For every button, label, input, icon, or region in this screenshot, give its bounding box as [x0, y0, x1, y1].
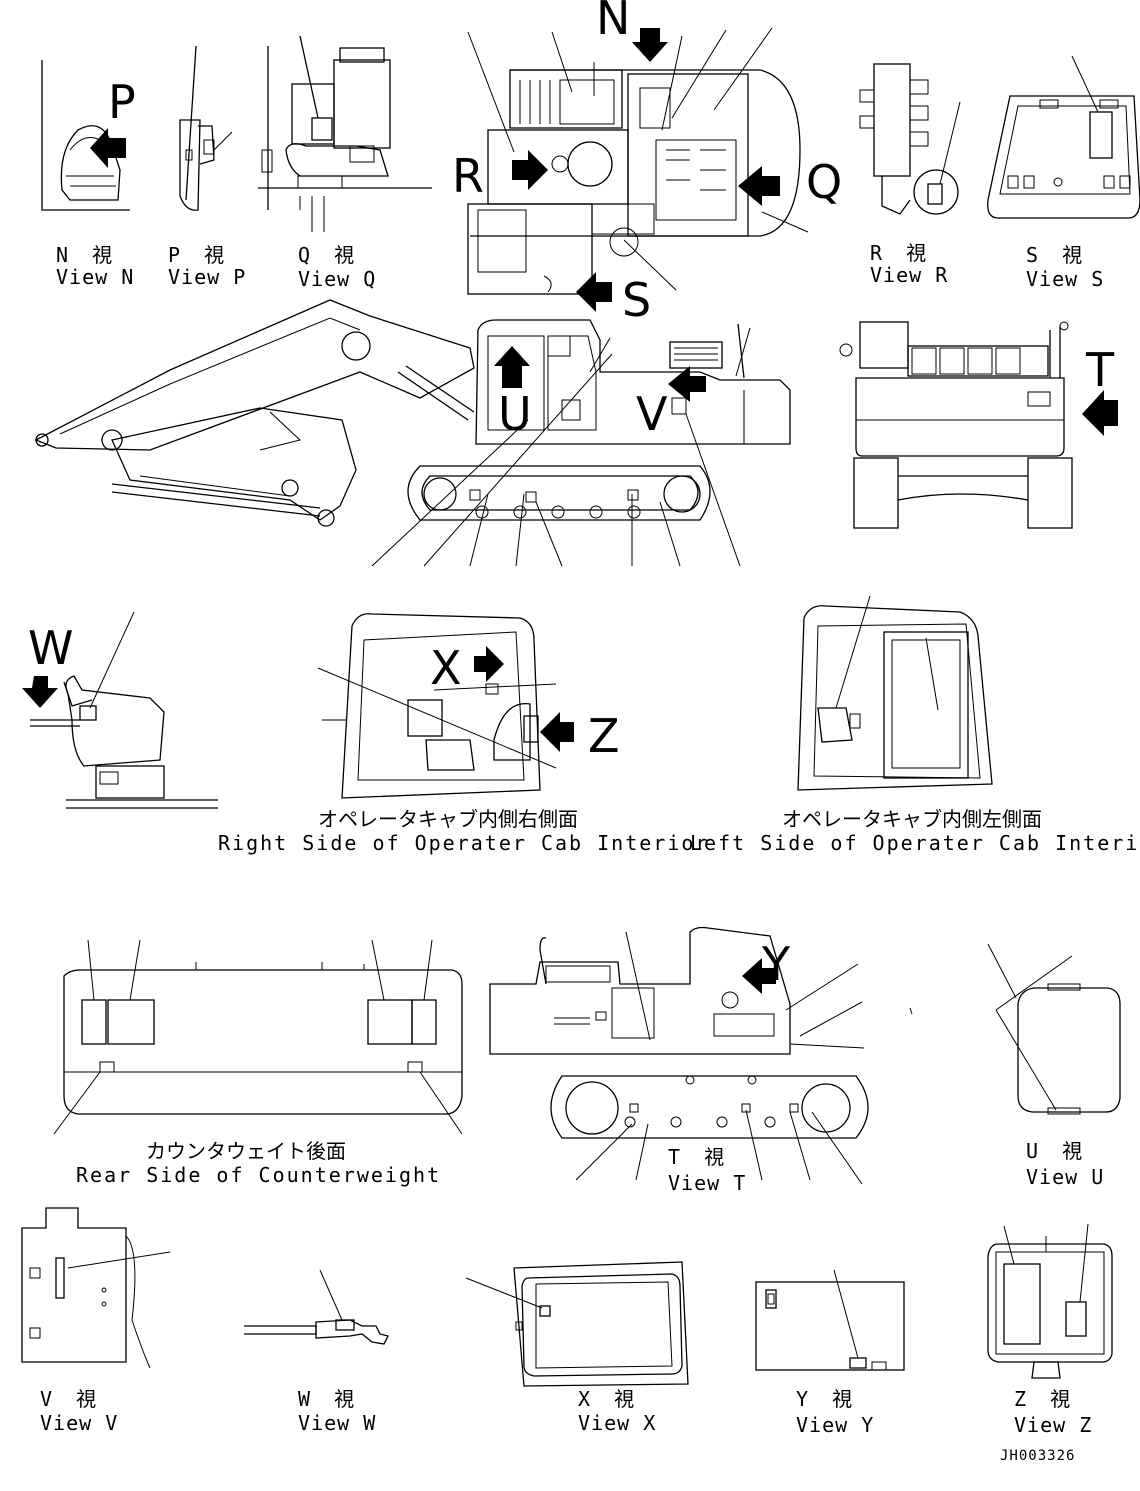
caption-view-q-en: View Q: [298, 267, 376, 291]
caption-view-v-jp: V 視: [40, 1387, 102, 1411]
cab-interior-left: [797, 595, 993, 791]
view-letter-x: X: [430, 641, 462, 695]
view-y-illustration: [755, 1269, 905, 1371]
view-letter-s: S: [622, 273, 651, 327]
view-z-illustration: [987, 1223, 1113, 1379]
caption-counterweight-en: Rear Side of Counterweight: [76, 1163, 441, 1187]
cab-interior-right: [317, 613, 574, 799]
view-n-illustration: [41, 60, 130, 211]
arrow-p-icon: [90, 128, 126, 168]
view-letter-u: U: [498, 387, 532, 441]
caption-view-p-jp: P 視: [168, 243, 230, 267]
view-v-illustration: [21, 1207, 171, 1369]
view-p-illustration: [179, 45, 233, 211]
caption-view-t-jp: T 視: [668, 1145, 730, 1169]
caption-view-y-jp: Y 視: [796, 1387, 858, 1411]
caption-view-x-en: View X: [578, 1411, 656, 1435]
view-letter-r: R: [452, 149, 484, 203]
view-letter-t: T: [1085, 343, 1115, 397]
view-letter-p: P: [108, 75, 136, 129]
view-u-illustration: [909, 943, 1121, 1115]
arrow-z-icon: [540, 712, 574, 752]
caption-counterweight-jp: カウンタウェイト後面: [146, 1139, 346, 1163]
arrow-q-icon: [738, 166, 780, 206]
document-number: JH003326: [1000, 1448, 1075, 1464]
top-plan-view: [467, 27, 809, 312]
caption-view-q-jp: Q 視: [298, 243, 360, 267]
caption-view-v-en: View V: [40, 1411, 118, 1435]
view-letter-q: Q: [806, 155, 842, 209]
caption-view-u-en: View U: [1026, 1165, 1104, 1189]
view-t-illustration: [489, 926, 869, 1185]
caption-view-s-jp: S 視: [1026, 243, 1088, 267]
arrow-n-icon: [632, 28, 668, 62]
caption-view-r-jp: R 視: [870, 241, 932, 265]
caption-view-w-jp: W 視: [298, 1387, 360, 1411]
arrow-y-icon: [742, 958, 776, 994]
arrow-w-icon: [22, 676, 58, 708]
view-w-lever-illustration: [244, 1269, 389, 1345]
view-q-illustration: [258, 35, 432, 232]
caption-view-n-en: View N: [56, 265, 134, 289]
rear-view-excavator: [839, 321, 1118, 529]
arrow-r-icon: [512, 150, 548, 190]
view-letter-w: W: [28, 621, 73, 675]
caption-view-s-en: View S: [1026, 267, 1104, 291]
view-letter-z: Z: [588, 709, 620, 763]
arrow-v-icon: [668, 366, 706, 402]
caption-view-w-en: View W: [298, 1411, 376, 1435]
caption-cab-left-en: Left Side of Operater Cab Interior: [690, 831, 1140, 855]
arrow-x-icon: [474, 646, 504, 682]
excavator-side-view: [34, 299, 791, 567]
caption-view-t-en: View T: [668, 1171, 746, 1195]
caption-cab-right-jp: オペレータキャブ内側右側面: [318, 807, 578, 831]
caption-view-n-jp: N 視: [56, 243, 118, 267]
view-letter-y: Y: [761, 937, 791, 991]
caption-view-p-en: View P: [168, 265, 246, 289]
caption-view-z-jp: Z 視: [1014, 1387, 1076, 1411]
counterweight-rear: [53, 939, 463, 1135]
caption-view-y-en: View Y: [796, 1413, 874, 1437]
view-x-illustration: [465, 1261, 689, 1387]
arrow-s-icon: [576, 272, 612, 312]
arrow-u-icon: [494, 346, 530, 388]
caption-cab-right-en: Right Side of Operater Cab Interior: [218, 831, 709, 855]
caption-view-z-en: View Z: [1014, 1413, 1092, 1437]
view-s-illustration: [987, 55, 1140, 219]
view-w-illustration: [22, 611, 218, 809]
caption-view-x-jp: X 視: [578, 1387, 640, 1411]
view-letter-v: V: [636, 387, 668, 441]
caption-cab-left-jp: オペレータキャブ内側左側面: [782, 807, 1042, 831]
caption-view-r-en: View R: [870, 263, 948, 287]
caption-view-u-jp: U 視: [1026, 1139, 1088, 1163]
arrow-t-icon: [1082, 390, 1118, 436]
view-letter-n: N: [596, 0, 630, 45]
view-r-illustration: [859, 63, 961, 215]
